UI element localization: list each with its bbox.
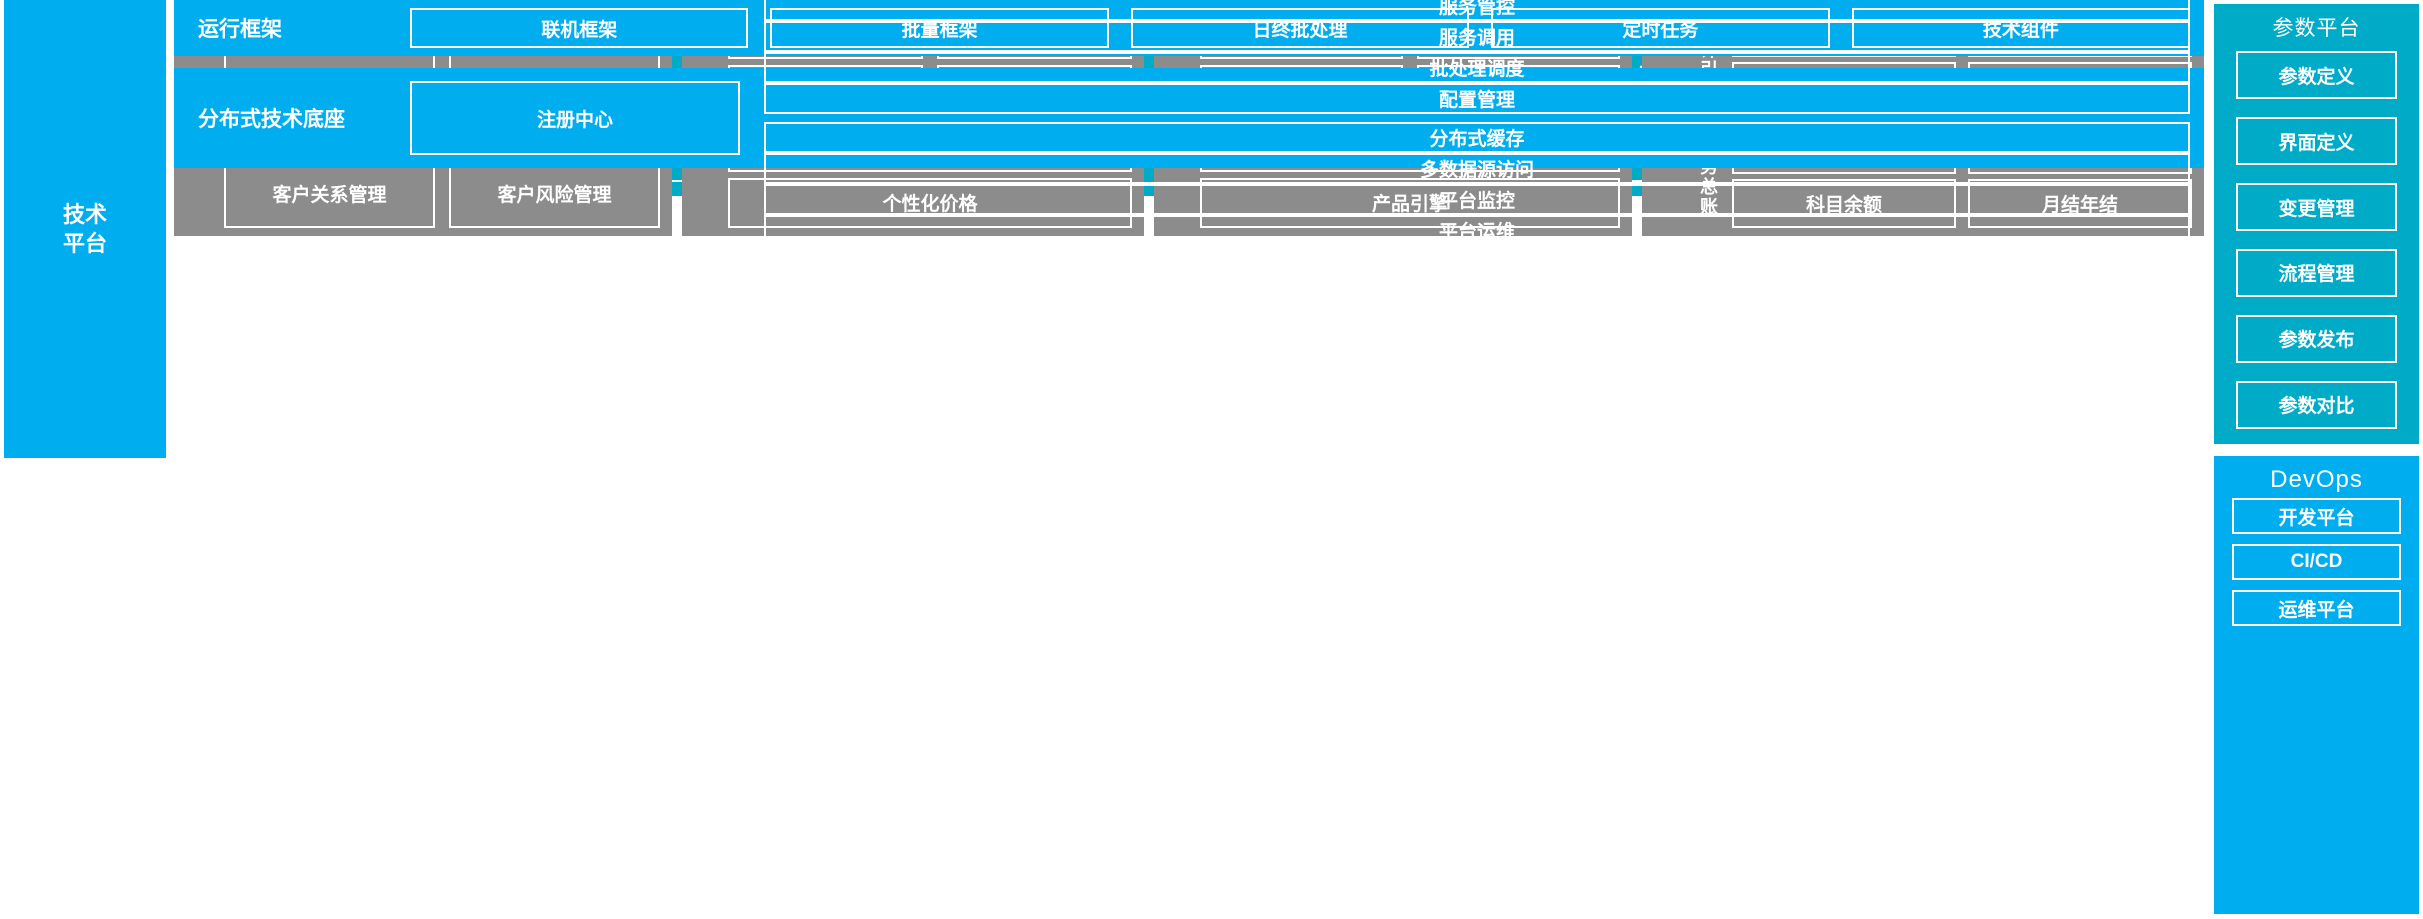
parameter-item[interactable]: 流程管理 — [2236, 248, 2397, 297]
tech-cell[interactable]: 定时任务 — [1491, 8, 1830, 48]
parameter-item[interactable]: 参数发布 — [2236, 314, 2397, 363]
tech-row: 服务管控 服务调用 批处理调度 配置管理 — [764, 0, 2190, 114]
tech-cell[interactable]: 服务管控 — [764, 0, 2190, 21]
tech-cell[interactable]: 日终批处理 — [1130, 8, 1470, 48]
tech-cell[interactable]: 批处理调度 — [764, 52, 2190, 83]
band-distributed-base: 分布式技术底座 注册中心 服务管控 服务调用 批处理调度 配置管理 分布式缓存 … — [174, 0, 2204, 246]
devops-item[interactable]: 运维平台 — [2232, 590, 2401, 626]
tech-cell[interactable]: 平台监控 — [764, 184, 2190, 215]
capability-cell[interactable]: 产品引擎 — [1200, 177, 1620, 228]
center-row: 产品引擎 — [1200, 177, 1620, 228]
tech-cell[interactable]: 联机框架 — [410, 8, 749, 48]
parameter-platform-list: 参数定义 界面定义 变更管理 流程管理 参数发布 参数对比 — [2214, 42, 2419, 444]
devops-list: 开发平台 CI/CD 运维平台 — [2214, 494, 2419, 914]
center-row: 个性化价格 — [728, 177, 1132, 228]
panel-parameter-platform: 参数平台 参数定义 界面定义 变更管理 流程管理 参数发布 参数对比 — [2214, 4, 2419, 444]
distributed-base-cells: 服务管控 服务调用 批处理调度 配置管理 分布式缓存 多数据源访问 平台监控 平… — [740, 0, 2190, 246]
parameter-item[interactable]: 变更管理 — [2236, 183, 2397, 232]
tech-cell[interactable]: 分布式缓存 — [764, 122, 2190, 153]
tech-cell[interactable]: 批量框架 — [770, 8, 1109, 48]
technical-platform-stack: 运行框架 联机框架 批量框架 日终批处理 定时任务 技术组件 分布式技术底座 注… — [174, 0, 2204, 458]
tech-row: 联机框架 批量框架 日终批处理 定时任务 技术组件 — [410, 8, 2191, 48]
band-label-runtime-framework: 运行框架 — [198, 18, 282, 41]
row-label-technical-platform: 技术 平台 — [4, 0, 166, 458]
capability-cell[interactable]: 月结年结 — [1968, 179, 2192, 228]
parameter-item[interactable]: 参数定义 — [2236, 51, 2397, 100]
tech-cell[interactable]: 多数据源访问 — [764, 153, 2190, 184]
tech-row: 分布式缓存 多数据源访问 平台监控 平台运维 — [764, 122, 2190, 246]
panel-title-devops: DevOps — [2270, 466, 2363, 493]
capability-cell[interactable]: 科目余额 — [1732, 179, 1956, 228]
tech-cell[interactable]: 配置管理 — [764, 83, 2190, 114]
parameter-item[interactable]: 界面定义 — [2236, 117, 2397, 166]
band-runtime-framework: 运行框架 联机框架 批量框架 日终批处理 定时任务 技术组件 — [174, 0, 2204, 56]
band-label-distributed-base: 分布式技术底座 — [198, 108, 345, 131]
capability-cell[interactable]: 个性化价格 — [728, 177, 1132, 228]
panel-devops: DevOps 开发平台 CI/CD 运维平台 — [2214, 456, 2419, 914]
devops-item[interactable]: 开发平台 — [2232, 498, 2401, 534]
registry-center-column: 注册中心 — [410, 81, 740, 155]
parameter-item[interactable]: 参数对比 — [2236, 380, 2397, 429]
center-row: 客户关系管理 客户风险管理 — [224, 158, 660, 228]
tech-cell-registry-center[interactable]: 注册中心 — [410, 81, 740, 155]
devops-item[interactable]: CI/CD — [2232, 544, 2401, 580]
technical-platform-row: 技术 平台 运行框架 联机框架 批量框架 日终批处理 定时任务 技术组件 分布式… — [0, 0, 2423, 892]
runtime-framework-cells: 联机框架 批量框架 日终批处理 定时任务 技术组件 — [410, 8, 2191, 48]
center-row: 科目余额 月结年结 — [1732, 179, 2192, 228]
panel-title-parameter-platform: 参数平台 — [2272, 17, 2361, 40]
tech-cell[interactable]: 平台运维 — [764, 215, 2190, 246]
tech-cell[interactable]: 服务调用 — [764, 21, 2190, 52]
